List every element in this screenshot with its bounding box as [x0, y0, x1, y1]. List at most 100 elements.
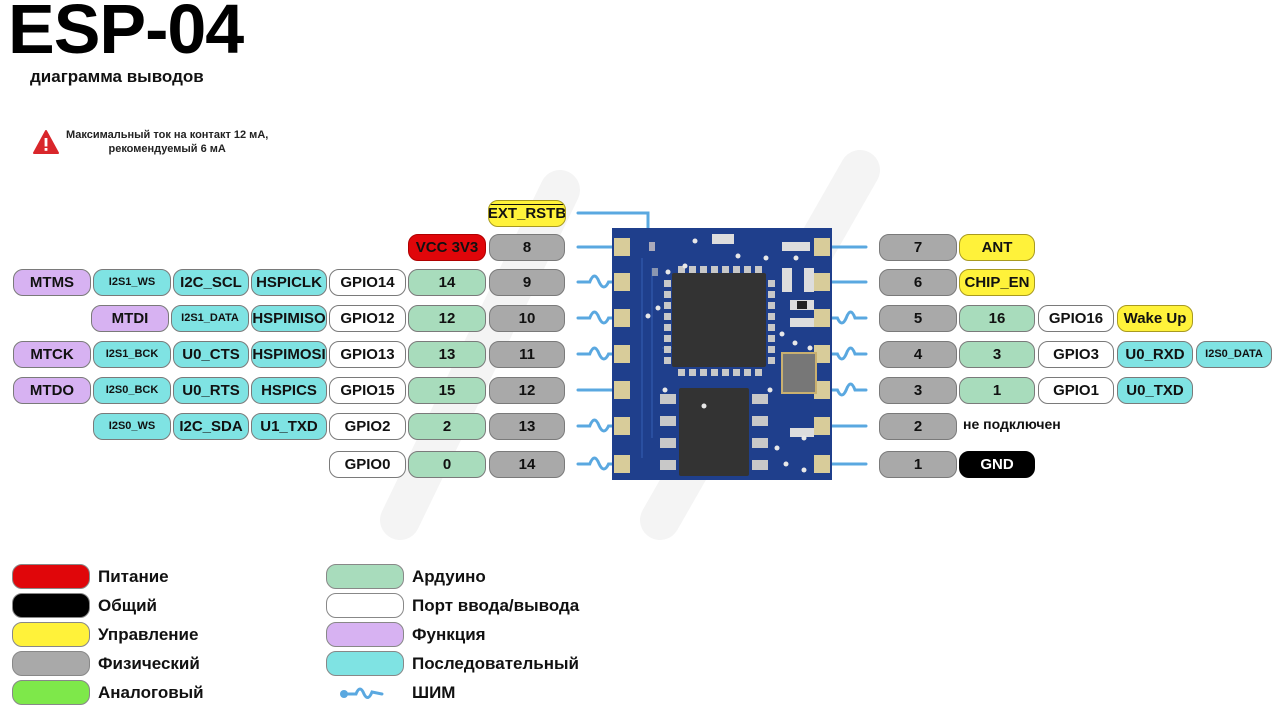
module-pad — [614, 309, 630, 327]
pin-label-i2s0-data: I2S0_DATA — [1196, 340, 1272, 368]
physical-pin-14: 14 — [489, 450, 565, 478]
physical-pin-9: 9 — [489, 268, 565, 296]
pin-label-mtdi: MTDI — [91, 304, 169, 332]
pwm-line — [820, 346, 868, 361]
pin-label-u0-txd: U0_TXD — [1117, 376, 1193, 404]
pin-label-mtck: MTCK — [13, 340, 91, 368]
pin-label-u0-rxd: U0_RXD — [1117, 340, 1193, 368]
physical-pin-6: 6 — [879, 268, 957, 296]
gpio-label-gpio3: GPIO3 — [1038, 340, 1114, 368]
module-pad — [814, 238, 830, 256]
esp8266-chip — [672, 273, 766, 367]
pin-label-i2s1-ws: I2S1_WS — [93, 268, 171, 296]
physical-pin-10: 10 — [489, 304, 565, 332]
pin-label-hspiclk: HSPICLK — [251, 268, 327, 296]
legend-item-io_port: Порт ввода/вывода — [326, 593, 579, 618]
esp04-module — [612, 228, 832, 480]
arduino-pin-15: 15 — [408, 376, 486, 404]
arduino-pin-0: 0 — [408, 450, 486, 478]
pin-label-wake-up: Wake Up — [1117, 304, 1193, 332]
arduino-pin-16: 16 — [959, 304, 1035, 332]
pin-label-hspimosi: HSPIMOSI — [251, 340, 327, 368]
arduino-pin-13: 13 — [408, 340, 486, 368]
physical-pin-3: 3 — [879, 376, 957, 404]
legend-item-pwm: ШИМ — [326, 680, 455, 705]
arduino-pin-3: 3 — [959, 340, 1035, 368]
pin-label-u0-cts: U0_CTS — [173, 340, 249, 368]
module-pad — [814, 309, 830, 327]
gpio-label-gpio13: GPIO13 — [329, 340, 406, 368]
physical-pin-12: 12 — [489, 376, 565, 404]
legend-label: Управление — [98, 624, 199, 644]
physical-pin-13: 13 — [489, 412, 565, 440]
module-pad — [814, 273, 830, 291]
pin-label-ext-rstb: EXT_RSTB — [488, 199, 566, 227]
gpio-label-gpio16: GPIO16 — [1038, 304, 1114, 332]
pwm-line — [576, 456, 627, 471]
pin-label-i2s1-data: I2S1_DATA — [171, 304, 249, 332]
legend-swatch-io_port — [326, 593, 404, 618]
module-pad — [814, 345, 830, 363]
physical-pin-5: 5 — [879, 304, 957, 332]
module-pads — [614, 238, 830, 473]
warning-triangle-icon — [32, 129, 60, 155]
gpio-label-gpio12: GPIO12 — [329, 304, 406, 332]
module-pad — [614, 455, 630, 473]
module-pad — [614, 381, 630, 399]
pin-label-u1-txd: U1_TXD — [251, 412, 327, 440]
legend-label: Функция — [412, 624, 486, 644]
current-warning: Максимальный ток на контакт 12 мА, реком… — [32, 128, 268, 157]
arduino-pin-14: 14 — [408, 268, 486, 296]
legend-item-analog: Аналоговый — [12, 680, 204, 705]
legend-swatch-function — [326, 622, 404, 647]
pin-label-mtms: MTMS — [13, 268, 91, 296]
legend-item-ground: Общий — [12, 593, 157, 618]
physical-pin-4: 4 — [879, 340, 957, 368]
legend-label: Питание — [98, 566, 169, 586]
gpio-label-gpio2: GPIO2 — [329, 412, 406, 440]
physical-pin-1: 1 — [879, 450, 957, 478]
legend-swatch-ground — [12, 593, 90, 618]
physical-pin-7: 7 — [879, 233, 957, 261]
pwm-line — [576, 346, 627, 361]
gpio-label-gpio0: GPIO0 — [329, 450, 406, 478]
pin-label-hspimiso: HSPIMISO — [251, 304, 327, 332]
legend-item-control: Управление — [12, 622, 198, 647]
pwm-line — [820, 382, 868, 397]
physical-pin-8: 8 — [489, 233, 565, 261]
pwm-line — [576, 274, 627, 289]
legend-label: Ардуино — [412, 566, 486, 586]
physical-pin-2: 2 — [879, 412, 957, 440]
arduino-pin-1: 1 — [959, 376, 1035, 404]
module-pad — [614, 273, 630, 291]
module-pad — [614, 345, 630, 363]
module-pad — [814, 455, 830, 473]
arduino-pin-2: 2 — [408, 412, 486, 440]
pin-label-i2s1-bck: I2S1_BCK — [93, 340, 171, 368]
pwm-line — [576, 418, 627, 433]
module-pad — [814, 417, 830, 435]
page-title: ESP-04 — [8, 0, 244, 68]
pin-label-u0-rts: U0_RTS — [173, 376, 249, 404]
legend-swatch-power — [12, 564, 90, 589]
module-pad — [614, 417, 630, 435]
pwm-line — [820, 310, 868, 325]
pin-label-mtdo: MTDO — [13, 376, 91, 404]
legend-label: Порт ввода/вывода — [412, 595, 580, 615]
crystal — [781, 352, 817, 394]
legend-label: Аналоговый — [98, 682, 204, 702]
warning-line-2: рекомендуемый 6 мА — [108, 143, 226, 156]
pin-label-i2s0-bck: I2S0_BCK — [93, 376, 171, 404]
test-pad — [649, 242, 655, 251]
pin-label-chip-en: CHIP_EN — [959, 268, 1035, 296]
module-pad — [814, 381, 830, 399]
legend-label: ШИМ — [412, 682, 456, 702]
legend-label: Общий — [98, 595, 157, 615]
legend-label: Физический — [98, 653, 200, 673]
legend-swatch-physical — [12, 651, 90, 676]
legend-swatch-control — [12, 622, 90, 647]
arduino-pin-12: 12 — [408, 304, 486, 332]
legend-item-serial: Последовательный — [326, 651, 579, 676]
legend-item-arduino: Ардуино — [326, 564, 486, 589]
warning-line-1: Максимальный ток на контакт 12 мА, — [66, 129, 269, 141]
